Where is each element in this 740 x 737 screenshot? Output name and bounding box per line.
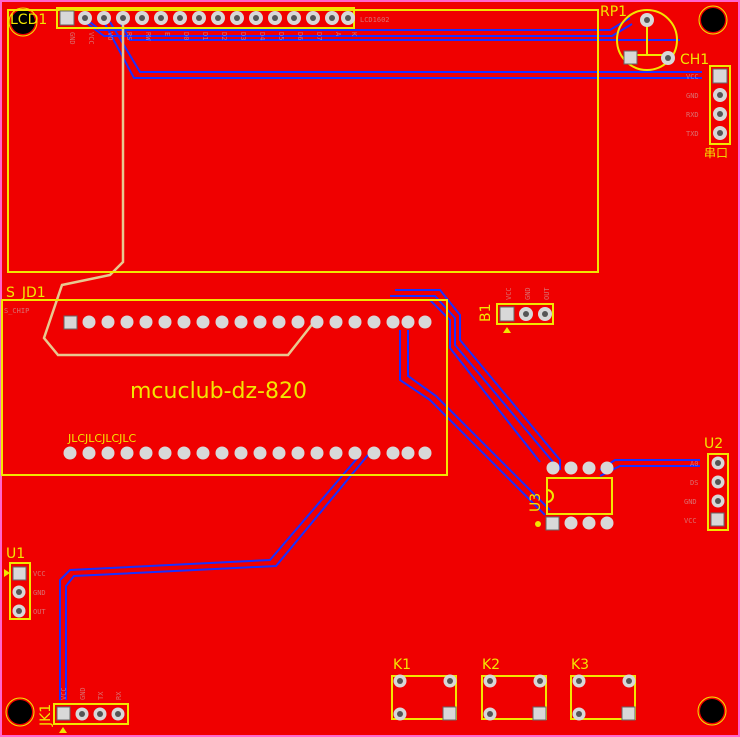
- ch1-pin-label: RXD: [686, 111, 699, 119]
- lcd1-pin-label: D0: [182, 32, 190, 40]
- lcd1-ref: LCD1: [10, 12, 47, 28]
- jk1-ref: JK1: [38, 704, 54, 727]
- lcd1-pin-label: D1: [201, 32, 209, 40]
- jk1-pin-label: GND: [79, 687, 87, 700]
- u3-ref: U3: [528, 493, 544, 512]
- lcd1-pin-label: D3: [239, 32, 247, 40]
- u2-pin-label: GND: [684, 498, 697, 506]
- ch1-label: 串口: [704, 146, 728, 160]
- u2-pin-label: DS: [690, 479, 698, 487]
- s-jd1-ref: S_JD1: [6, 285, 46, 301]
- s-jd1-top-pads: [82, 315, 432, 329]
- u2-pin-label: VCC: [684, 517, 697, 525]
- lcd1-pin-label: D2: [220, 32, 228, 40]
- s-jd1-module: S_JD1 S_CHIP mcuclub-dz-820: [1, 285, 448, 476]
- ch1-ref: CH1: [680, 52, 709, 68]
- k3-ref: K3: [571, 657, 589, 673]
- lcd1-pads: [78, 11, 355, 25]
- lcd1-pin1-pad: [59, 10, 75, 26]
- ch1-serial-header: CH1 串口 VCC GND RXD TXD: [680, 52, 731, 160]
- s-jd1-header: S_CHIP: [4, 307, 29, 315]
- k2-ref: K2: [482, 657, 500, 673]
- u3-ic: U3: [528, 461, 614, 531]
- lcd1-pin-label: RS: [125, 32, 133, 40]
- jk1-pin-label: TX: [97, 691, 105, 700]
- u2-pin-label: A0: [690, 460, 698, 468]
- b1-pin-label: GND: [524, 287, 532, 300]
- b1-ref: B1: [478, 303, 494, 322]
- lcd1-pin-label: D5: [277, 32, 285, 40]
- b1-header: B1 VCC GND OUT: [478, 287, 554, 333]
- lcd1-pin-label: D4: [258, 32, 266, 40]
- rp1-ref: RP1: [600, 4, 627, 20]
- lcd1-pin-label: VO: [106, 32, 114, 40]
- lcd1-pin-label: D7: [315, 32, 323, 40]
- u2-ref: U2: [704, 436, 723, 452]
- mounting-holes: [5, 5, 728, 727]
- lcd1-pin-label: D6: [296, 32, 304, 40]
- ch1-pin-label: TXD: [686, 130, 699, 138]
- lcd1-module: LCD1 LCD1602 GND VCC VO RS RW E D0 D1 D2…: [7, 7, 599, 273]
- jlc-mark: JLCJLCJLCJLC: [67, 432, 137, 445]
- k3-button: K3: [570, 657, 636, 721]
- board-title: mcuclub-dz-820: [130, 379, 307, 404]
- top-trace: [42, 22, 315, 357]
- u1-pin-label: GND: [33, 589, 46, 597]
- k1-button: K1: [391, 657, 457, 721]
- s-jd1-bottom-pads: [63, 446, 432, 460]
- jk1-pin-label: RX: [115, 691, 123, 700]
- lcd1-outline: [7, 9, 599, 273]
- lcd1-pin-label: RW: [144, 32, 152, 41]
- b1-pin-label: OUT: [543, 287, 551, 300]
- jk1-header: JK1 VCC GND TX RX: [38, 687, 129, 733]
- lcd1-pin-label: A: [334, 32, 342, 37]
- k1-ref: K1: [393, 657, 411, 673]
- u1-pin-label: OUT: [33, 608, 46, 616]
- b1-pin-label: VCC: [505, 287, 513, 300]
- u2-header: U2 A0 DS GND VCC: [684, 436, 729, 531]
- lcd1-pin-label: GND: [68, 32, 76, 45]
- u1-header: U1 VCC GND OUT: [4, 546, 46, 620]
- ch1-pin-label: VCC: [686, 73, 699, 81]
- lcd1-pin-label: E: [163, 32, 171, 36]
- traces: [59, 17, 702, 700]
- rp1-potentiometer: RP1: [600, 4, 678, 71]
- jk1-pin-label: VCC: [60, 687, 68, 700]
- u1-pin-label: VCC: [33, 570, 46, 578]
- lcd1-value: LCD1602: [360, 16, 390, 24]
- lcd1-pin-label: K: [350, 32, 358, 37]
- lcd1-pin-label: VCC: [87, 32, 95, 45]
- lcd1-pin-labels: GND VCC VO RS RW E D0 D1 D2 D3 D4 D5 D6 …: [68, 32, 358, 45]
- u1-ref: U1: [6, 546, 25, 562]
- ch1-pin-label: GND: [686, 92, 699, 100]
- k2-button: K2: [481, 657, 547, 721]
